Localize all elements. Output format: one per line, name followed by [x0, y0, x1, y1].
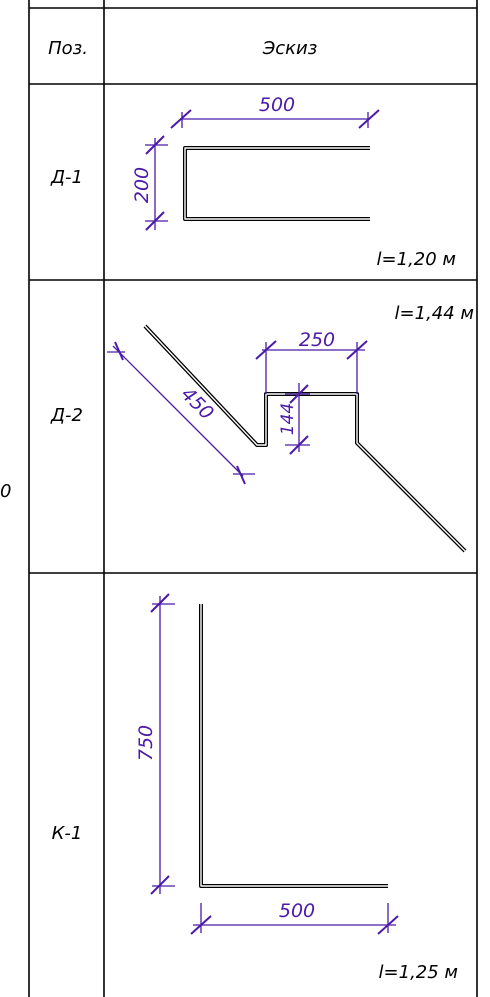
- sketch-k1: 750 500 l=1,25 м: [135, 593, 458, 983]
- rebar-shape-k1: [199, 604, 388, 888]
- left-margin-text: 0: [0, 481, 11, 502]
- pos-label-d2: Д-2: [50, 405, 83, 426]
- length-d2: l=1,44 м: [395, 303, 474, 324]
- dim-d2-144: 144: [278, 403, 298, 435]
- length-k1: l=1,25 м: [379, 962, 458, 983]
- dim-d2-450: 450: [177, 383, 218, 424]
- dim-d1-200: 200: [131, 167, 153, 203]
- header-pos: Поз.: [48, 38, 88, 59]
- pos-label-d1: Д-1: [50, 167, 83, 188]
- sketch-d2: l=1,44 м 250 450 144: [107, 303, 474, 553]
- dim-k1-500: 500: [279, 900, 315, 922]
- pos-label-k1: К-1: [52, 823, 83, 844]
- length-d1: l=1,20 м: [377, 249, 456, 270]
- rebar-shape-d1: [183, 146, 370, 221]
- dim-k1-750: 750: [135, 725, 157, 761]
- header-sketch: Эскиз: [262, 38, 318, 59]
- sketch-d1: 500 200 l=1,20 м: [131, 94, 456, 270]
- dim-d1-500: 500: [259, 94, 295, 116]
- dim-d2-250: 250: [299, 329, 335, 351]
- table-grid: [28, 0, 478, 997]
